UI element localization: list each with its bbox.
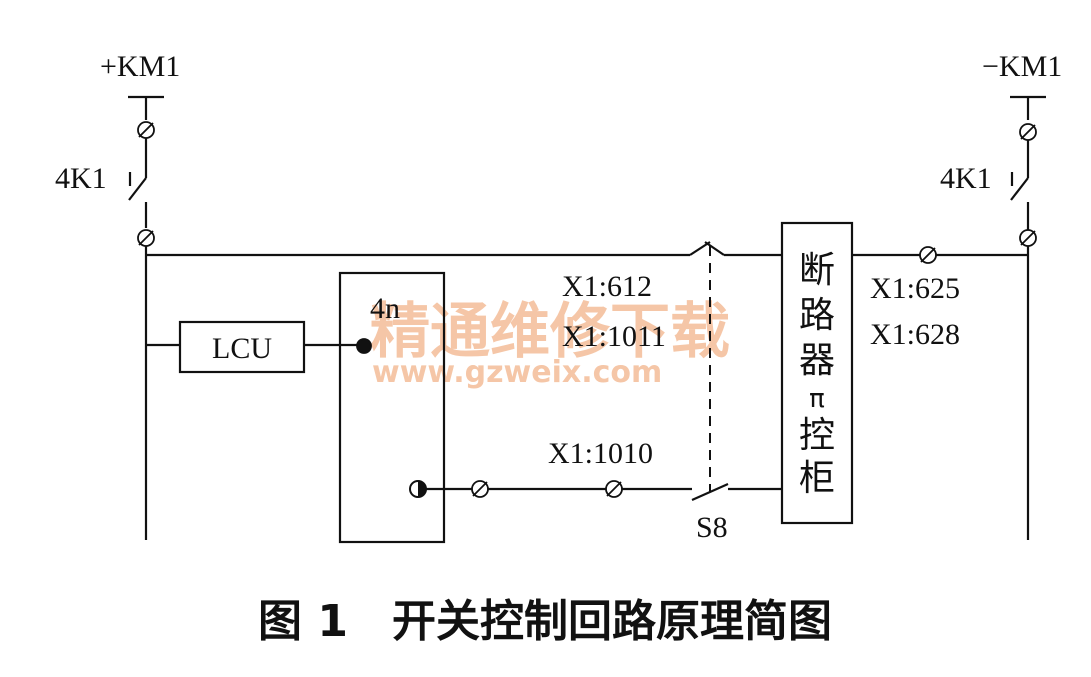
terminal-628-label: X1:628 bbox=[870, 318, 960, 351]
relay-contact-icon bbox=[1010, 172, 1029, 201]
left-bus: +KM1 4K1 bbox=[55, 50, 180, 540]
cabinet-char: 柜 bbox=[799, 458, 835, 499]
relay-contact-icon bbox=[128, 172, 147, 201]
cabinet-contact-icon bbox=[689, 241, 782, 257]
cabinet-char: 路 bbox=[799, 295, 835, 336]
watermark: 精通维修下载 www.gzweix.com bbox=[370, 297, 730, 390]
terminal-625-label: X1:625 bbox=[870, 272, 960, 305]
cabinet-char: π bbox=[809, 384, 825, 414]
module-4n-box bbox=[338, 271, 446, 544]
lcu-label: LCU bbox=[212, 332, 272, 365]
terminal-icon bbox=[471, 480, 489, 498]
relay-right-label: 4K1 bbox=[940, 162, 992, 195]
module-4n-label: 4n bbox=[370, 292, 400, 325]
figure-caption: 图 1 开关控制回路原理简图 bbox=[258, 596, 832, 647]
terminal-1011-label: X1:1011 bbox=[562, 320, 666, 353]
cabinet-box bbox=[780, 221, 854, 525]
terminal-icon bbox=[137, 121, 155, 139]
neg-bus-label: −KM1 bbox=[982, 50, 1062, 83]
watermark-url: www.gzweix.com bbox=[372, 355, 662, 390]
terminal-icon bbox=[919, 246, 937, 264]
relay-left-label: 4K1 bbox=[55, 162, 107, 195]
connector-icon bbox=[356, 338, 372, 354]
lcu-box bbox=[178, 320, 306, 374]
switch-s8-label: S8 bbox=[696, 511, 728, 544]
cabinet-char: 断 bbox=[799, 250, 835, 291]
terminal-612-label: X1:612 bbox=[562, 270, 652, 303]
cabinet-char: 器 bbox=[799, 340, 835, 381]
terminal-1010-label: X1:1010 bbox=[548, 437, 653, 470]
terminal-icon bbox=[1019, 229, 1037, 247]
pos-bus-label: +KM1 bbox=[100, 50, 180, 83]
terminal-icon bbox=[1019, 123, 1037, 141]
watermark-cn: 精通维修下载 bbox=[370, 297, 730, 367]
terminal-icon bbox=[605, 480, 623, 498]
terminal-icon bbox=[137, 229, 155, 247]
cabinet-char: 控 bbox=[799, 415, 835, 456]
cabinet-label: 断 路 器 π 控 柜 bbox=[799, 250, 835, 499]
switch-s8-icon bbox=[691, 482, 782, 502]
right-bus: −KM1 4K1 bbox=[940, 50, 1062, 540]
connector-icon bbox=[409, 480, 427, 498]
